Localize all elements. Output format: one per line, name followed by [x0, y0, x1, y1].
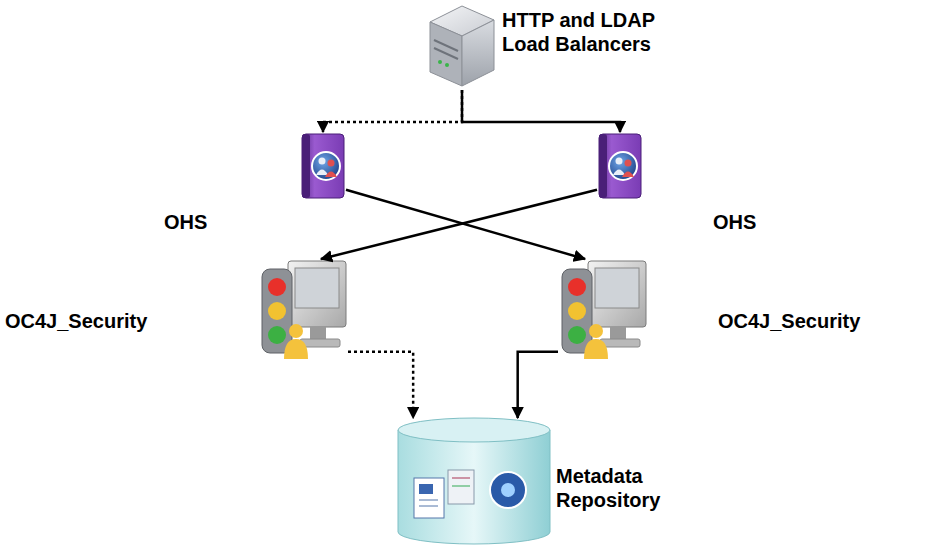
node-label: HTTP and LDAP Load Balancers	[502, 8, 667, 56]
ohs-icon	[599, 134, 641, 198]
load-balancer: HTTP and LDAP Load Balancers	[428, 2, 496, 90]
node-label: OHS	[164, 210, 207, 234]
connector-arrow	[323, 90, 462, 132]
node-label: OHS	[713, 210, 756, 234]
connector-arrow	[518, 352, 558, 418]
repository-cylinder	[398, 418, 550, 544]
connector-arrow	[462, 90, 620, 132]
connector-arrow	[346, 190, 585, 259]
metadata-repository: Metadata Repository	[396, 418, 552, 546]
connector-arrow	[321, 190, 597, 259]
oc4j-instance: OC4J_Security	[558, 259, 648, 361]
ohs-server: OHS	[300, 132, 346, 200]
oc4j-icon	[262, 261, 346, 359]
node-label: OC4J_Security	[718, 309, 860, 333]
load-balancer-icon	[430, 6, 494, 86]
oc4j-icon	[562, 261, 646, 359]
node-label: OC4J_Security	[5, 309, 147, 333]
ohs-server: OHS	[597, 132, 643, 200]
ohs-icon	[302, 134, 344, 198]
node-label: Metadata Repository	[556, 464, 686, 512]
connector-arrow	[348, 352, 413, 418]
oc4j-instance: OC4J_Security	[258, 259, 348, 361]
